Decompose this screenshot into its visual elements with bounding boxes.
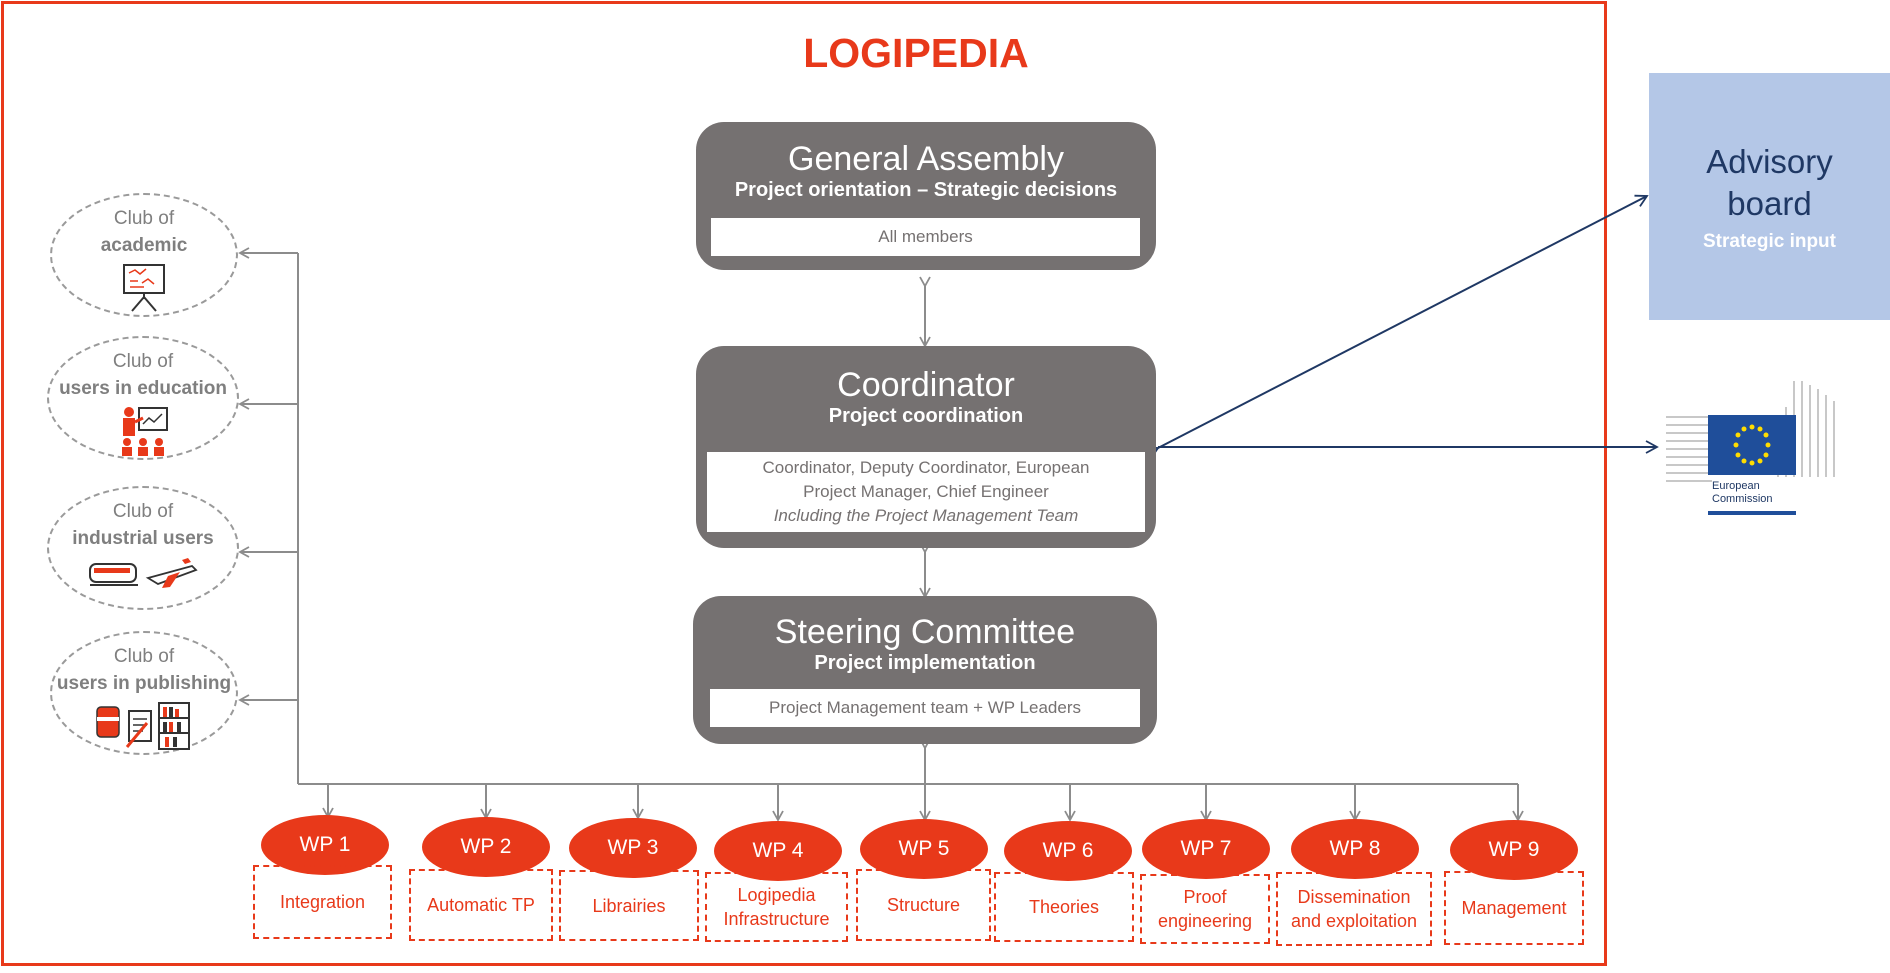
club-education-line-1: Club of: [112, 351, 174, 372]
general-assembly-members-text: All members: [878, 227, 973, 246]
advisory-board-box: Advisory board Strategic input: [1649, 73, 1890, 320]
club-users-in-publishing: Club of users in publishing: [50, 631, 238, 755]
wp-1-label-box: Integration: [253, 865, 392, 939]
wp-4-label-box: Logipedia Infrastructure: [705, 872, 848, 942]
page-title: LOGIPEDIA: [803, 30, 1029, 76]
wp-5-id: WP 5: [898, 837, 950, 860]
steering-committee-members: Project Management team + WP Leaders: [710, 689, 1140, 727]
wp-4-ellipse: WP 4: [714, 821, 842, 881]
wp-7-id: WP 7: [1180, 837, 1232, 860]
club-education-line-2: users in education: [59, 378, 227, 399]
wp-8-ellipse: WP 8: [1291, 819, 1419, 879]
club-academic-line-2: academic: [100, 235, 188, 256]
eu-flag-icon: [1708, 415, 1796, 475]
advisory-board-subtitle: Strategic input: [1702, 231, 1836, 252]
club-users-in-education: Club of users in education: [47, 336, 239, 460]
advisory-arrow: [1145, 194, 1649, 459]
train-plane-icon: [89, 558, 198, 588]
steering-committee-subheading: Project implementation: [814, 652, 1036, 674]
general-assembly-members: All members: [711, 218, 1140, 256]
ec-line-1: European: [1712, 480, 1760, 492]
wp-6-ellipse: WP 6: [1004, 821, 1132, 881]
wp-9-id: WP 9: [1488, 838, 1540, 861]
coordinator-line-1: Coordinator, Deputy Coordinator, Europea…: [762, 458, 1090, 477]
general-assembly-subheading: Project orientation – Strategic decision…: [734, 179, 1118, 201]
presentation-board-icon: [123, 264, 165, 312]
steering-committee-heading: Steering Committee: [774, 613, 1076, 651]
wp-4-id: WP 4: [752, 839, 804, 862]
general-assembly-heading: General Assembly: [788, 140, 1064, 178]
coordinator-line-3: Including the Project Management Team: [707, 504, 1145, 528]
wp-9-label-box: Management: [1444, 871, 1584, 945]
ec-line-2: Commission: [1712, 493, 1773, 505]
wp-2-label-box: Automatic TP: [409, 869, 553, 941]
wp-2-id: WP 2: [460, 835, 512, 858]
wp-1-label: Integration: [279, 892, 366, 912]
wp-1-id: WP 1: [299, 833, 351, 856]
coordinator-line-2: Project Manager, Chief Engineer: [803, 482, 1049, 501]
wp-3-ellipse: WP 3: [569, 818, 697, 878]
wp-2-ellipse: WP 2: [422, 817, 550, 877]
wp-7-label-box: Proof engineering: [1140, 874, 1270, 944]
coordinator-subheading: Project coordination: [828, 405, 1024, 427]
club-industrial-users: Club of industrial users: [47, 486, 239, 610]
steering-committee-box: Steering Committee Project implementatio…: [693, 596, 1157, 744]
wp-6-id: WP 6: [1042, 839, 1094, 862]
advisory-board-title: Advisory board: [1649, 141, 1890, 225]
wp-3-id: WP 3: [607, 836, 659, 859]
european-commission-logo: [1666, 381, 1835, 515]
wp-8-id: WP 8: [1329, 837, 1381, 860]
wp-5-label-box: Structure: [856, 869, 991, 941]
wp-8-label: Dissemination and exploitation: [1290, 887, 1418, 931]
general-assembly-box: General Assembly Project orientation – S…: [696, 122, 1156, 270]
club-publishing-line-1: Club of: [113, 646, 175, 667]
wp-7-label: Proof engineering: [1157, 887, 1253, 931]
wp-3-label: Librairies: [592, 895, 666, 916]
advisory-title-line-1: Advisory: [1706, 143, 1833, 180]
club-industrial-line-1: Club of: [112, 501, 174, 522]
wp-9-ellipse: WP 9: [1450, 820, 1578, 880]
wp-5-label: Structure: [886, 895, 961, 915]
coordinator-box: Coordinator Project coordination Coordin…: [696, 346, 1156, 548]
wp-6-label: Theories: [1028, 897, 1100, 917]
books-documents-icon: [96, 702, 190, 750]
advisory-title-line-2: board: [1727, 185, 1812, 222]
wp-6-label-box: Theories: [994, 872, 1134, 942]
wp-7-ellipse: WP 7: [1142, 819, 1270, 879]
european-commission-label: European Commission: [1712, 480, 1773, 506]
coordinator-heading: Coordinator: [837, 366, 1015, 404]
wp-8-label-box: Dissemination and exploitation: [1276, 872, 1432, 946]
wp-9-label: Management: [1461, 898, 1567, 918]
teacher-class-icon: [122, 407, 168, 456]
club-academic: Club of academic: [50, 193, 238, 317]
steering-committee-members-text: Project Management team + WP Leaders: [769, 698, 1081, 717]
club-publishing-line-2: users in publishing: [56, 673, 232, 694]
coordinator-line-3-text: Including the Project Management Team: [773, 506, 1079, 525]
club-academic-line-1: Club of: [113, 208, 175, 229]
wp-2-label: Automatic TP: [427, 895, 535, 915]
club-industrial-line-2: industrial users: [72, 528, 214, 549]
wp-4-label: Logipedia Infrastructure: [723, 885, 830, 929]
wp-3-label-box: Librairies: [559, 870, 699, 941]
logipedia-frame: [1, 1, 1607, 966]
coordinator-members: Coordinator, Deputy Coordinator, Europea…: [707, 452, 1145, 532]
